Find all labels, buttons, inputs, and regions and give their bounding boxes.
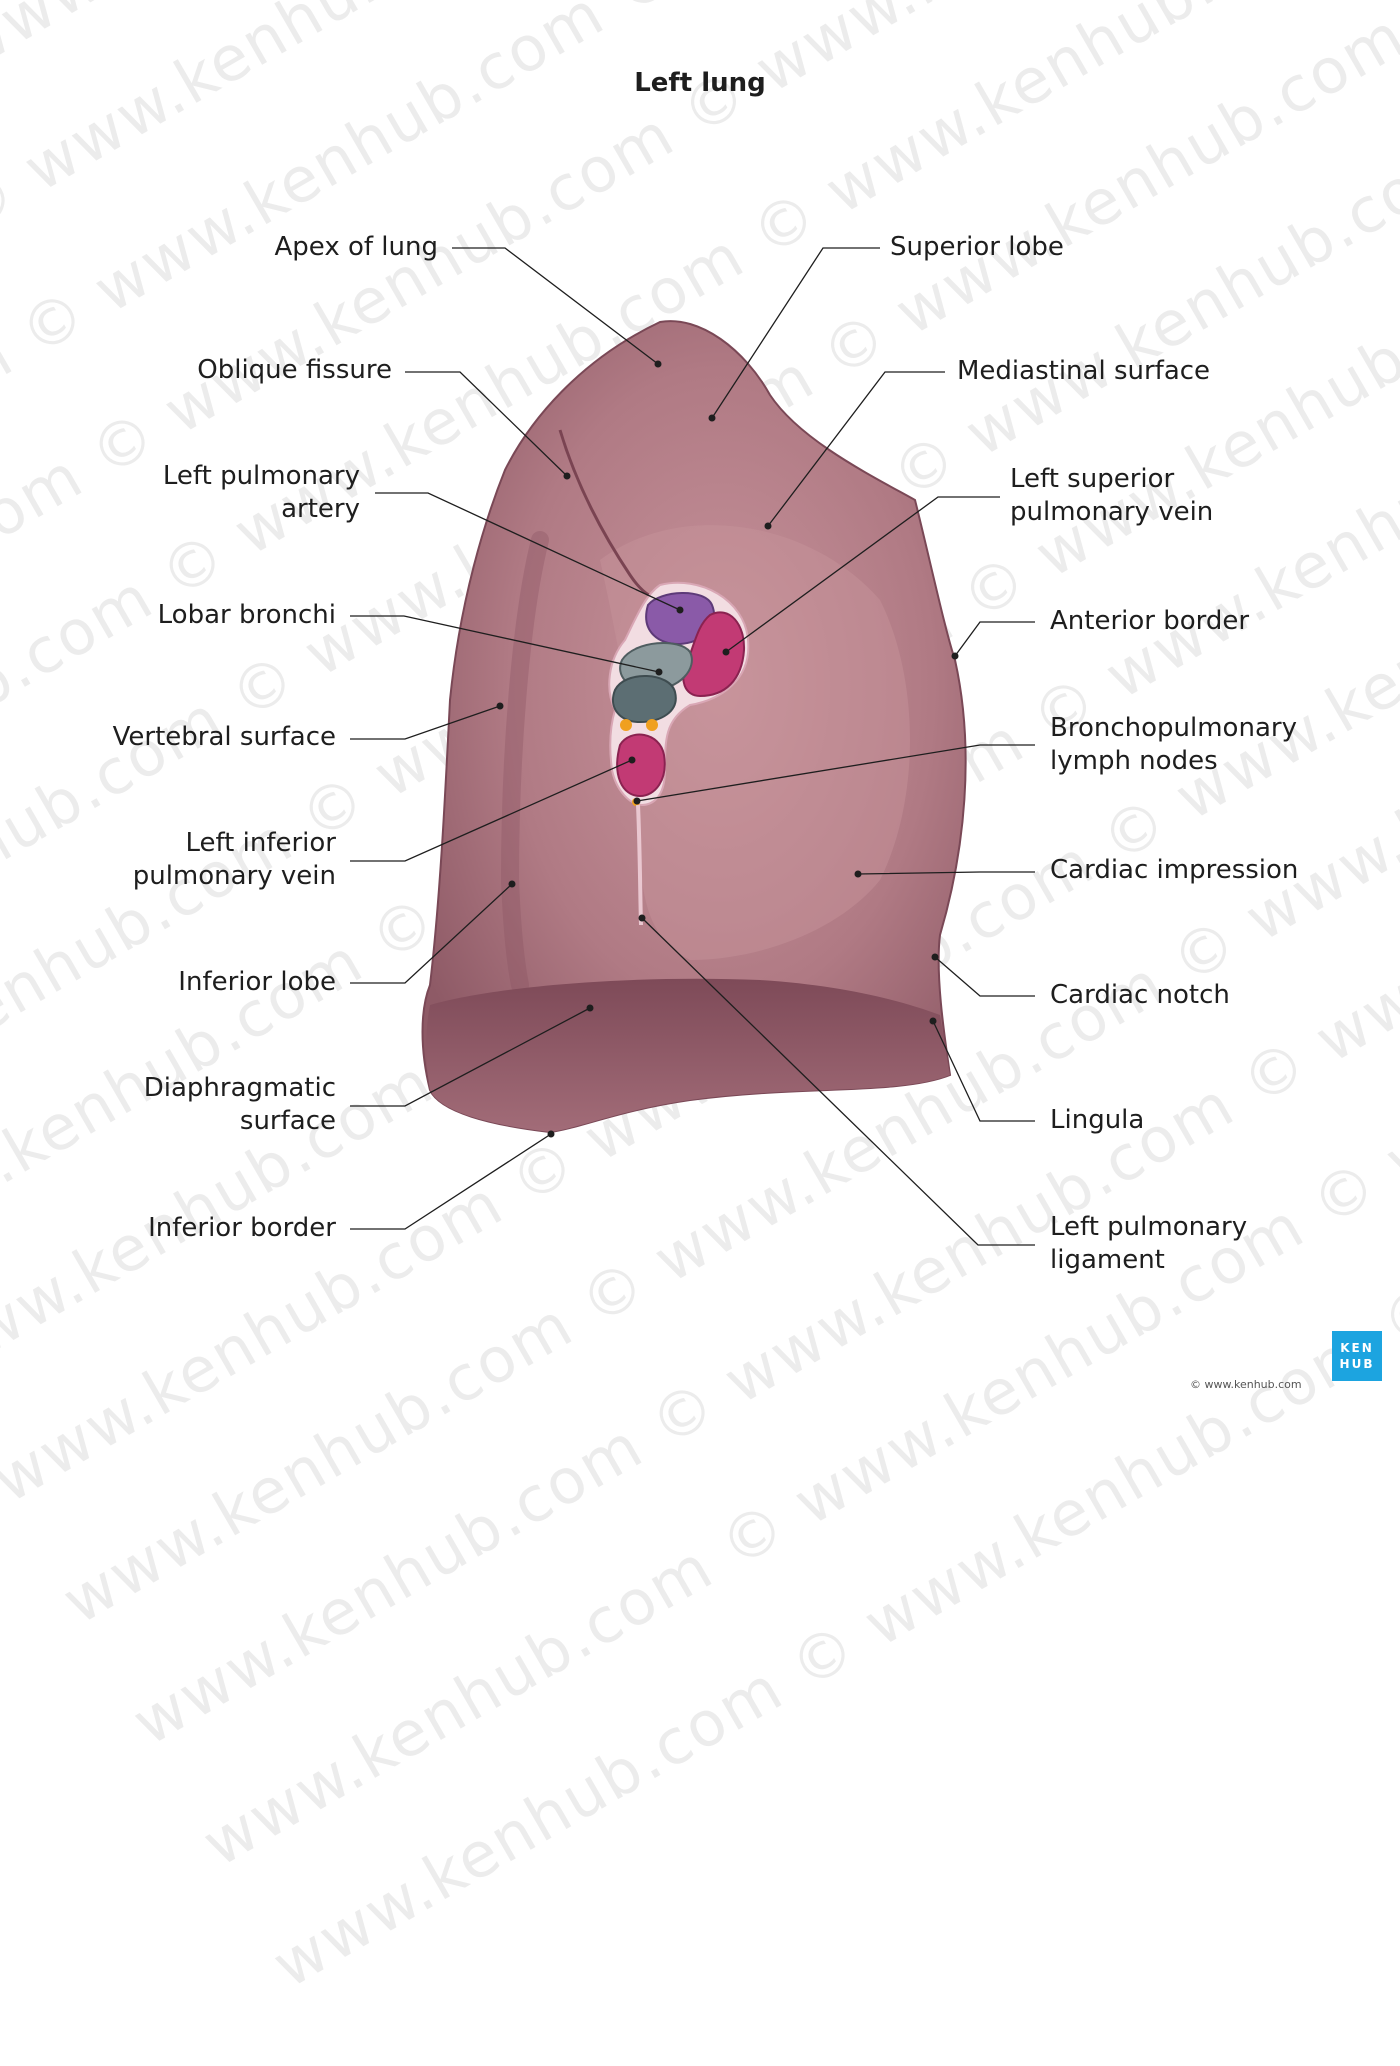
leader-bronchopulmonary-lymph-nodes	[636, 744, 1035, 802]
label-lobar-bronchi: Lobar bronchi	[157, 600, 336, 630]
leader-lobar-bronchi	[350, 615, 660, 673]
label-line: lymph nodes	[1050, 746, 1218, 776]
lung-illustration	[350, 247, 1035, 1246]
leader-dot	[628, 756, 636, 764]
label-left-pulmonary-ligament: Left pulmonary ligament	[1050, 1211, 1247, 1277]
leader-dot	[676, 606, 684, 614]
leader-dot	[654, 360, 662, 368]
label-oblique-fissure: Oblique fissure	[197, 355, 392, 385]
label-lingula: Lingula	[1050, 1105, 1145, 1135]
leader-cardiac-notch	[934, 956, 1035, 997]
label-inferior-border: Inferior border	[148, 1213, 336, 1243]
label-vertebral-surface: Vertebral surface	[112, 722, 336, 752]
leader-anterior-border	[954, 621, 1035, 657]
label-line: Bronchopulmonary	[1050, 713, 1297, 743]
leader-dot	[586, 1004, 594, 1012]
leader-dot	[638, 914, 646, 922]
label-line: Left superior	[1010, 464, 1175, 494]
page-title: Left lung	[634, 68, 766, 98]
vertebral-shading	[500, 531, 549, 994]
leader-diaphragmatic-surface	[350, 1007, 591, 1107]
leader-dot	[563, 472, 571, 480]
leader-dot	[764, 522, 772, 530]
label-apex-of-lung: Apex of lung	[274, 232, 439, 262]
label-bronchopulmonary-lymph-nodes: Bronchopulmonary lymph nodes	[1050, 712, 1297, 778]
leader-inferior-border	[350, 1133, 552, 1230]
leader-mediastinal-surface	[767, 371, 945, 527]
label-line: pulmonary vein	[132, 861, 336, 891]
leader-dot	[655, 668, 663, 676]
leader-left-inferior-pulmonary-vein	[350, 759, 633, 862]
label-mediastinal-surface: Mediastinal surface	[957, 356, 1211, 386]
label-line: Left inferior	[185, 828, 336, 858]
label-cardiac-notch: Cardiac notch	[1050, 980, 1230, 1010]
leader-superior-lobe	[711, 247, 880, 419]
leader-dot	[929, 1017, 937, 1025]
leader-left-pulmonary-artery	[375, 492, 681, 611]
leader-dot	[547, 1130, 555, 1138]
leader-left-pulmonary-ligament	[641, 917, 1035, 1246]
leader-dot	[931, 953, 939, 961]
label-left-pulmonary-artery: Left pulmonary artery	[163, 460, 360, 526]
logo-line: KEN	[1340, 1341, 1374, 1355]
lymph-node	[620, 719, 632, 731]
leader-lines	[350, 247, 1035, 1246]
copyright-text: © www.kenhub.com	[1190, 1378, 1302, 1391]
leader-cardiac-impression	[857, 871, 1035, 875]
leader-dot	[633, 797, 641, 805]
left-inferior-pulmonary-vein	[616, 733, 666, 798]
leader-dot	[496, 702, 504, 710]
label-cardiac-impression: Cardiac impression	[1050, 855, 1299, 885]
label-superior-lobe: Superior lobe	[890, 232, 1064, 262]
leader-apex	[452, 247, 659, 365]
leader-dot	[951, 652, 959, 660]
leader-left-superior-pulmonary-vein	[725, 496, 1000, 653]
leader-dot	[722, 648, 730, 656]
label-line: Diaphragmatic	[143, 1073, 336, 1103]
left-superior-pulmonary-vein	[682, 611, 746, 698]
label-diaphragmatic-surface: Diaphragmatic surface	[144, 1072, 336, 1138]
label-left-superior-pulmonary-vein: Left superior pulmonary vein	[1010, 463, 1213, 529]
label-line: surface	[239, 1106, 336, 1136]
lobar-bronchi-lower	[612, 675, 677, 724]
leader-dot	[708, 414, 716, 422]
leader-lingula	[932, 1020, 1035, 1122]
label-line: Left pulmonary	[162, 461, 360, 491]
pulmonary-ligament	[636, 804, 643, 926]
label-line: artery	[281, 494, 360, 524]
kenhub-logo[interactable]: KEN HUB	[1332, 1331, 1382, 1381]
label-line: pulmonary vein	[1010, 497, 1214, 527]
leader-dot	[508, 880, 516, 888]
label-line: ligament	[1050, 1245, 1165, 1275]
label-left-inferior-pulmonary-vein: Left inferior pulmonary vein	[133, 827, 336, 893]
leader-oblique-fissure	[405, 371, 568, 477]
leader-dots	[496, 360, 959, 1138]
label-line: Left pulmonary	[1050, 1212, 1248, 1242]
label-anterior-border: Anterior border	[1050, 606, 1250, 636]
leader-dot	[854, 870, 862, 878]
lymph-node	[646, 719, 658, 731]
leader-inferior-lobe	[350, 883, 513, 984]
logo-line: HUB	[1339, 1357, 1375, 1371]
label-inferior-lobe: Inferior lobe	[178, 967, 336, 997]
leader-vertebral-surface	[350, 705, 501, 740]
diaphragmatic-surface-area	[426, 978, 950, 1132]
